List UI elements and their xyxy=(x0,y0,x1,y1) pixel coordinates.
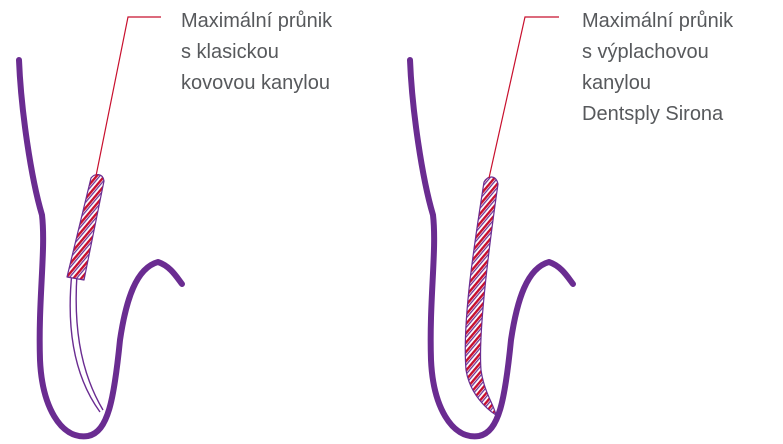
label-flushing-line-2: s výplachovou xyxy=(582,41,709,63)
cannula-classic xyxy=(66,174,105,281)
panel-flushing: Maximální průnik s výplachovou kanylou D… xyxy=(407,10,739,440)
label-flushing: Maximální průnik s výplachovou kanylou D… xyxy=(582,10,739,125)
label-flushing-line-3: kanylou xyxy=(582,72,651,94)
canal-line-inner-left xyxy=(69,271,101,413)
tooth-outline-right xyxy=(407,57,576,440)
canal-line-outer-left xyxy=(75,273,104,411)
cannula-flushing xyxy=(464,176,499,416)
label-flushing-line-1: Maximální průnik xyxy=(582,10,734,32)
leader-line-left xyxy=(95,16,161,177)
label-flushing-line-4: Dentsply Sirona xyxy=(582,103,724,125)
label-classic-line-3: kovovou kanylou xyxy=(181,72,330,94)
label-classic: Maximální průnik s klasickou kovovou kan… xyxy=(181,10,338,94)
leader-line-right xyxy=(488,16,559,179)
label-classic-line-1: Maximální průnik xyxy=(181,10,333,32)
panel-classic: Maximální průnik s klasickou kovovou kan… xyxy=(16,10,338,440)
label-classic-line-2: s klasickou xyxy=(181,41,279,63)
tooth-outline-left xyxy=(16,57,185,440)
